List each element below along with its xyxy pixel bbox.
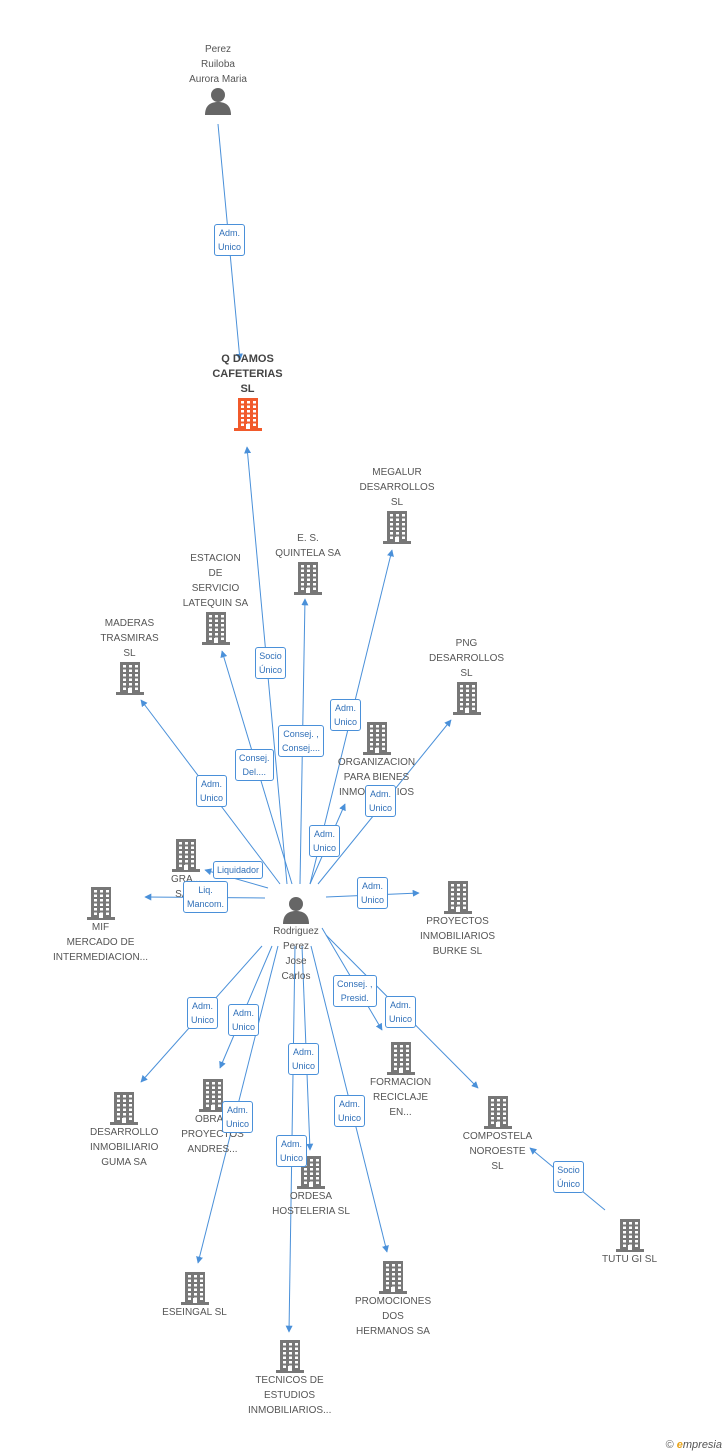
node-perez[interactable]: Perez Ruiloba Aurora Maria bbox=[189, 42, 247, 115]
node-qdamos[interactable]: Q DAMOS CAFETERIAS SL bbox=[204, 352, 291, 431]
node-label[interactable]: Rodriguez Perez Jose Carlos bbox=[273, 926, 319, 982]
edge-role-badge[interactable]: Consej. , Presid. bbox=[333, 975, 377, 1007]
node-png[interactable]: PNG DESARROLLOS SL bbox=[429, 636, 504, 715]
node-label[interactable]: PROMOCIONES DOS HERMANOS SA bbox=[355, 1296, 432, 1337]
node-tecnicos[interactable]: TECNICOS DE ESTUDIOS INMOBILIARIOS... bbox=[248, 1339, 331, 1418]
node-label[interactable]: PROYECTOS INMOBILIARIOS BURKE SL bbox=[420, 916, 496, 957]
building-icon[interactable] bbox=[204, 397, 291, 431]
building-icon[interactable] bbox=[93, 661, 166, 695]
edge-role-badge[interactable]: Consej. Del.... bbox=[235, 749, 274, 781]
node-label[interactable]: TECNICOS DE ESTUDIOS INMOBILIARIOS... bbox=[248, 1375, 332, 1416]
edge-role-badge[interactable]: Adm. Unico bbox=[334, 1095, 366, 1127]
node-label[interactable]: OBRAS PROYECTOS ANDRES... bbox=[181, 1114, 244, 1155]
node-label[interactable]: E. S. QUINTELA SA bbox=[275, 533, 341, 559]
building-icon[interactable] bbox=[420, 880, 495, 914]
node-esquintela[interactable]: E. S. QUINTELA SA bbox=[275, 531, 341, 595]
node-obras[interactable]: OBRAS PROYECTOS ANDRES... bbox=[181, 1078, 244, 1157]
node-label[interactable]: ORDESA HOSTELERIA SL bbox=[272, 1191, 350, 1217]
building-icon[interactable] bbox=[429, 681, 504, 715]
node-label[interactable]: Perez Ruiloba Aurora Maria bbox=[189, 44, 247, 85]
building-icon[interactable] bbox=[181, 1078, 244, 1112]
edge-role-badge[interactable]: Socio Único bbox=[553, 1161, 585, 1193]
building-icon[interactable] bbox=[275, 561, 341, 595]
edge-role-badge[interactable]: Socio Único bbox=[255, 647, 287, 679]
node-mif[interactable]: MIF MERCADO DE INTERMEDIACION... bbox=[53, 886, 148, 965]
node-label[interactable]: DESARROLLO INMOBILIARIO GUMA SA bbox=[90, 1127, 159, 1168]
brand-logo-e: e bbox=[676, 1439, 683, 1451]
node-label[interactable]: MIF MERCADO DE INTERMEDIACION... bbox=[53, 922, 149, 963]
person-icon[interactable] bbox=[271, 896, 321, 924]
edge-role-badge[interactable]: Adm. Unico bbox=[385, 996, 417, 1028]
building-icon[interactable] bbox=[462, 1095, 533, 1129]
person-icon[interactable] bbox=[189, 87, 247, 115]
node-promociones[interactable]: PROMOCIONES DOS HERMANOS SA bbox=[355, 1260, 431, 1339]
building-icon[interactable] bbox=[53, 886, 148, 920]
building-icon[interactable] bbox=[162, 1271, 227, 1305]
building-icon[interactable] bbox=[248, 1339, 331, 1373]
node-burke[interactable]: PROYECTOS INMOBILIARIOS BURKE SL bbox=[420, 880, 495, 959]
node-label[interactable]: MADERAS TRASMIRAS SL bbox=[100, 618, 159, 659]
node-formacion[interactable]: FORMACION RECICLAJE EN... bbox=[370, 1041, 431, 1120]
node-label[interactable]: ESTACION DE SERVICIO LATEQUIN SA bbox=[182, 553, 249, 609]
node-tutu[interactable]: TUTU GI SL bbox=[602, 1218, 657, 1267]
edge-role-badge[interactable]: Adm. Unico bbox=[365, 785, 397, 817]
copyright-icon: © bbox=[665, 1439, 674, 1451]
node-label[interactable]: ESEINGAL SL bbox=[162, 1307, 227, 1318]
edge-role-badge[interactable]: Adm. Unico bbox=[222, 1101, 254, 1133]
edge-role-badge[interactable]: Adm. Unico bbox=[214, 224, 246, 256]
brand-logo-text: mpresia bbox=[682, 1439, 722, 1451]
edge-role-badge[interactable]: Liquidador bbox=[213, 861, 264, 879]
edge-role-badge[interactable]: Adm. Unico bbox=[187, 997, 219, 1029]
node-label[interactable]: MEGALUR DESARROLLOS SL bbox=[359, 467, 435, 508]
node-label[interactable]: Q DAMOS CAFETERIAS SL bbox=[212, 353, 283, 395]
building-icon[interactable] bbox=[331, 721, 422, 755]
brand-footer: © empresia bbox=[666, 1439, 722, 1451]
node-compostela[interactable]: COMPOSTELA NOROESTE SL bbox=[462, 1095, 533, 1174]
node-megalur[interactable]: MEGALUR DESARROLLOS SL bbox=[352, 465, 442, 544]
node-rodriguez[interactable]: Rodriguez Perez Jose Carlos bbox=[271, 896, 321, 984]
edge-role-badge[interactable]: Adm. Unico bbox=[288, 1043, 320, 1075]
edge-role-badge[interactable]: Adm. Unico bbox=[228, 1004, 260, 1036]
node-estacion[interactable]: ESTACION DE SERVICIO LATEQUIN SA bbox=[182, 551, 249, 645]
building-icon[interactable] bbox=[90, 1091, 158, 1125]
edge-role-badge[interactable]: Adm. Unico bbox=[309, 825, 341, 857]
node-label[interactable]: TUTU GI SL bbox=[602, 1254, 658, 1265]
edge-role-badge[interactable]: Adm. Unico bbox=[196, 775, 228, 807]
edge-role-badge[interactable]: Consej. , Consej.... bbox=[278, 725, 325, 757]
edge-role-badge[interactable]: Adm. Unico bbox=[330, 699, 362, 731]
building-icon[interactable] bbox=[182, 611, 249, 645]
building-icon[interactable] bbox=[352, 510, 442, 544]
edge-role-badge[interactable]: Liq. Mancom. bbox=[183, 881, 229, 913]
building-icon[interactable] bbox=[602, 1218, 657, 1252]
node-guma[interactable]: DESARROLLO INMOBILIARIO GUMA SA bbox=[90, 1091, 158, 1170]
building-icon[interactable] bbox=[166, 838, 206, 872]
node-eseingal[interactable]: ESEINGAL SL bbox=[162, 1271, 227, 1320]
node-label[interactable]: FORMACION RECICLAJE EN... bbox=[370, 1077, 432, 1118]
node-maderas[interactable]: MADERAS TRASMIRAS SL bbox=[93, 616, 166, 695]
edge-role-badge[interactable]: Adm. Unico bbox=[357, 877, 389, 909]
building-icon[interactable] bbox=[370, 1041, 431, 1075]
building-icon[interactable] bbox=[355, 1260, 431, 1294]
node-label[interactable]: PNG DESARROLLOS SL bbox=[429, 638, 505, 679]
node-label[interactable]: COMPOSTELA NOROESTE SL bbox=[462, 1131, 533, 1172]
edge-role-badge[interactable]: Adm. Unico bbox=[276, 1135, 308, 1167]
